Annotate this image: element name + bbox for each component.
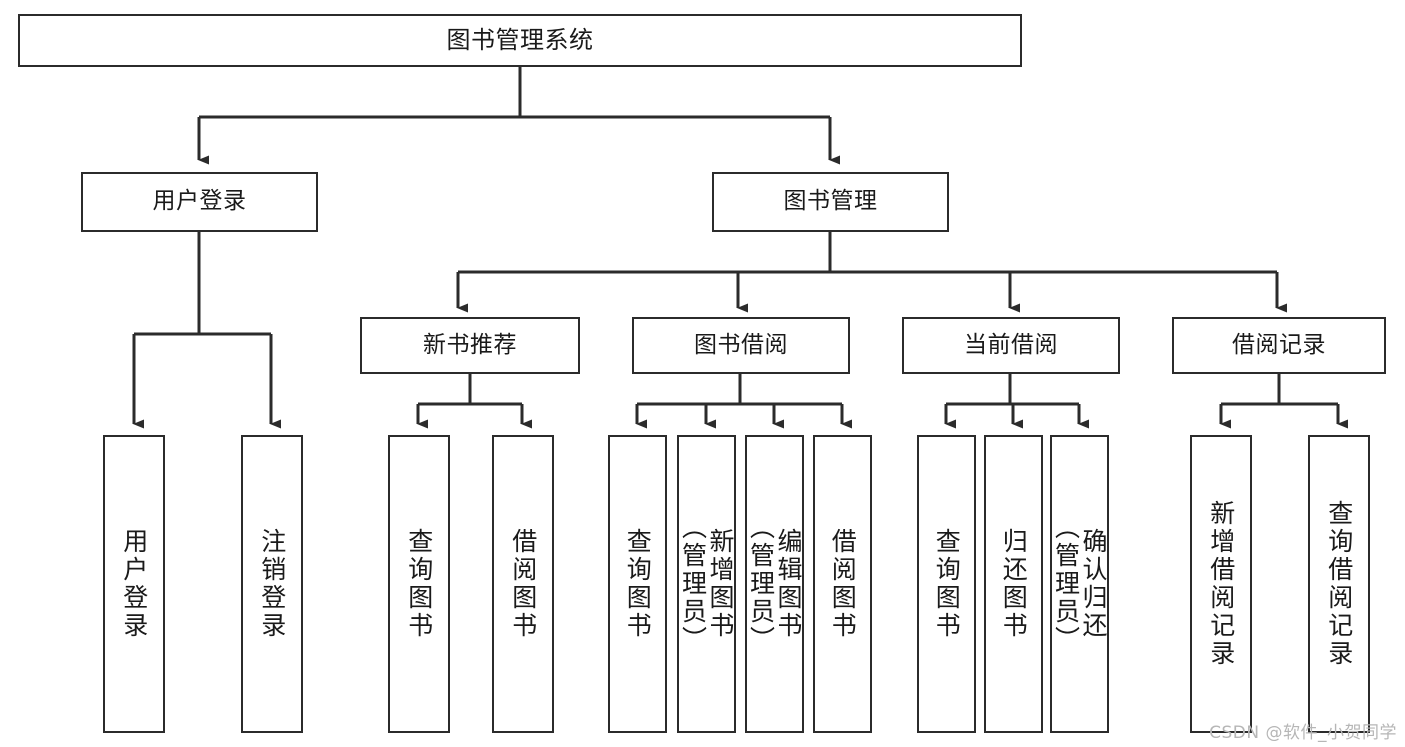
node-leaf-newbook-query-book[interactable]: 查询图书 bbox=[388, 435, 450, 733]
node-new-book-recommend[interactable]: 新书推荐 bbox=[360, 317, 580, 374]
node-leaf-confirm-return-admin-label: 确认归还 （管理员） bbox=[1051, 514, 1109, 654]
node-leaf-query-borrow-record[interactable]: 查询借阅记录 bbox=[1308, 435, 1370, 733]
node-leaf-borrow-query-book[interactable]: 查询图书 bbox=[608, 435, 667, 733]
watermark-text: CSDN @软件_小贺同学 bbox=[1209, 723, 1397, 743]
node-leaf-borrow-book[interactable]: 借阅图书 bbox=[813, 435, 872, 733]
node-leaf-add-book-admin[interactable]: 新增图书 （管理员） bbox=[677, 435, 736, 733]
node-book-borrow[interactable]: 图书借阅 bbox=[632, 317, 850, 374]
node-leaf-current-query-book[interactable]: 查询图书 bbox=[917, 435, 976, 733]
node-current-borrow[interactable]: 当前借阅 bbox=[902, 317, 1120, 374]
node-borrow-records[interactable]: 借阅记录 bbox=[1172, 317, 1386, 374]
node-leaf-current-query-book-label: 查询图书 bbox=[932, 528, 962, 640]
node-user-login[interactable]: 用户登录 bbox=[81, 172, 318, 232]
node-leaf-add-borrow-record-label: 新增借阅记录 bbox=[1206, 500, 1236, 668]
node-borrow-records-label: 借阅记录 bbox=[1232, 331, 1326, 358]
node-leaf-logout[interactable]: 注销登录 bbox=[241, 435, 303, 733]
node-leaf-newbook-borrow-book-label: 借阅图书 bbox=[508, 528, 538, 640]
node-leaf-add-book-admin-label: 新增图书 （管理员） bbox=[678, 514, 736, 654]
node-root-system-label: 图书管理系统 bbox=[446, 26, 594, 55]
node-user-login-label: 用户登录 bbox=[152, 188, 247, 215]
node-leaf-user-login[interactable]: 用户登录 bbox=[103, 435, 165, 733]
node-leaf-user-login-label: 用户登录 bbox=[119, 528, 149, 640]
node-leaf-logout-label: 注销登录 bbox=[257, 528, 287, 640]
node-book-management[interactable]: 图书管理 bbox=[712, 172, 949, 232]
node-leaf-newbook-query-book-label: 查询图书 bbox=[404, 528, 434, 640]
node-new-book-recommend-label: 新书推荐 bbox=[423, 331, 517, 358]
node-leaf-edit-book-admin[interactable]: 编辑图书 （管理员） bbox=[745, 435, 804, 733]
node-leaf-newbook-borrow-book[interactable]: 借阅图书 bbox=[492, 435, 554, 733]
node-leaf-return-book-label: 归还图书 bbox=[999, 528, 1029, 640]
node-leaf-borrow-query-book-label: 查询图书 bbox=[623, 528, 653, 640]
node-leaf-add-borrow-record[interactable]: 新增借阅记录 bbox=[1190, 435, 1252, 733]
node-leaf-borrow-book-label: 借阅图书 bbox=[828, 528, 858, 640]
node-current-borrow-label: 当前借阅 bbox=[964, 331, 1058, 358]
node-leaf-return-book[interactable]: 归还图书 bbox=[984, 435, 1043, 733]
node-leaf-edit-book-admin-label: 编辑图书 （管理员） bbox=[746, 514, 804, 654]
node-leaf-query-borrow-record-label: 查询借阅记录 bbox=[1324, 500, 1354, 668]
node-root-system[interactable]: 图书管理系统 bbox=[18, 14, 1022, 67]
node-book-management-label: 图书管理 bbox=[783, 188, 878, 215]
node-book-borrow-label: 图书借阅 bbox=[694, 331, 788, 358]
node-leaf-confirm-return-admin[interactable]: 确认归还 （管理员） bbox=[1050, 435, 1109, 733]
